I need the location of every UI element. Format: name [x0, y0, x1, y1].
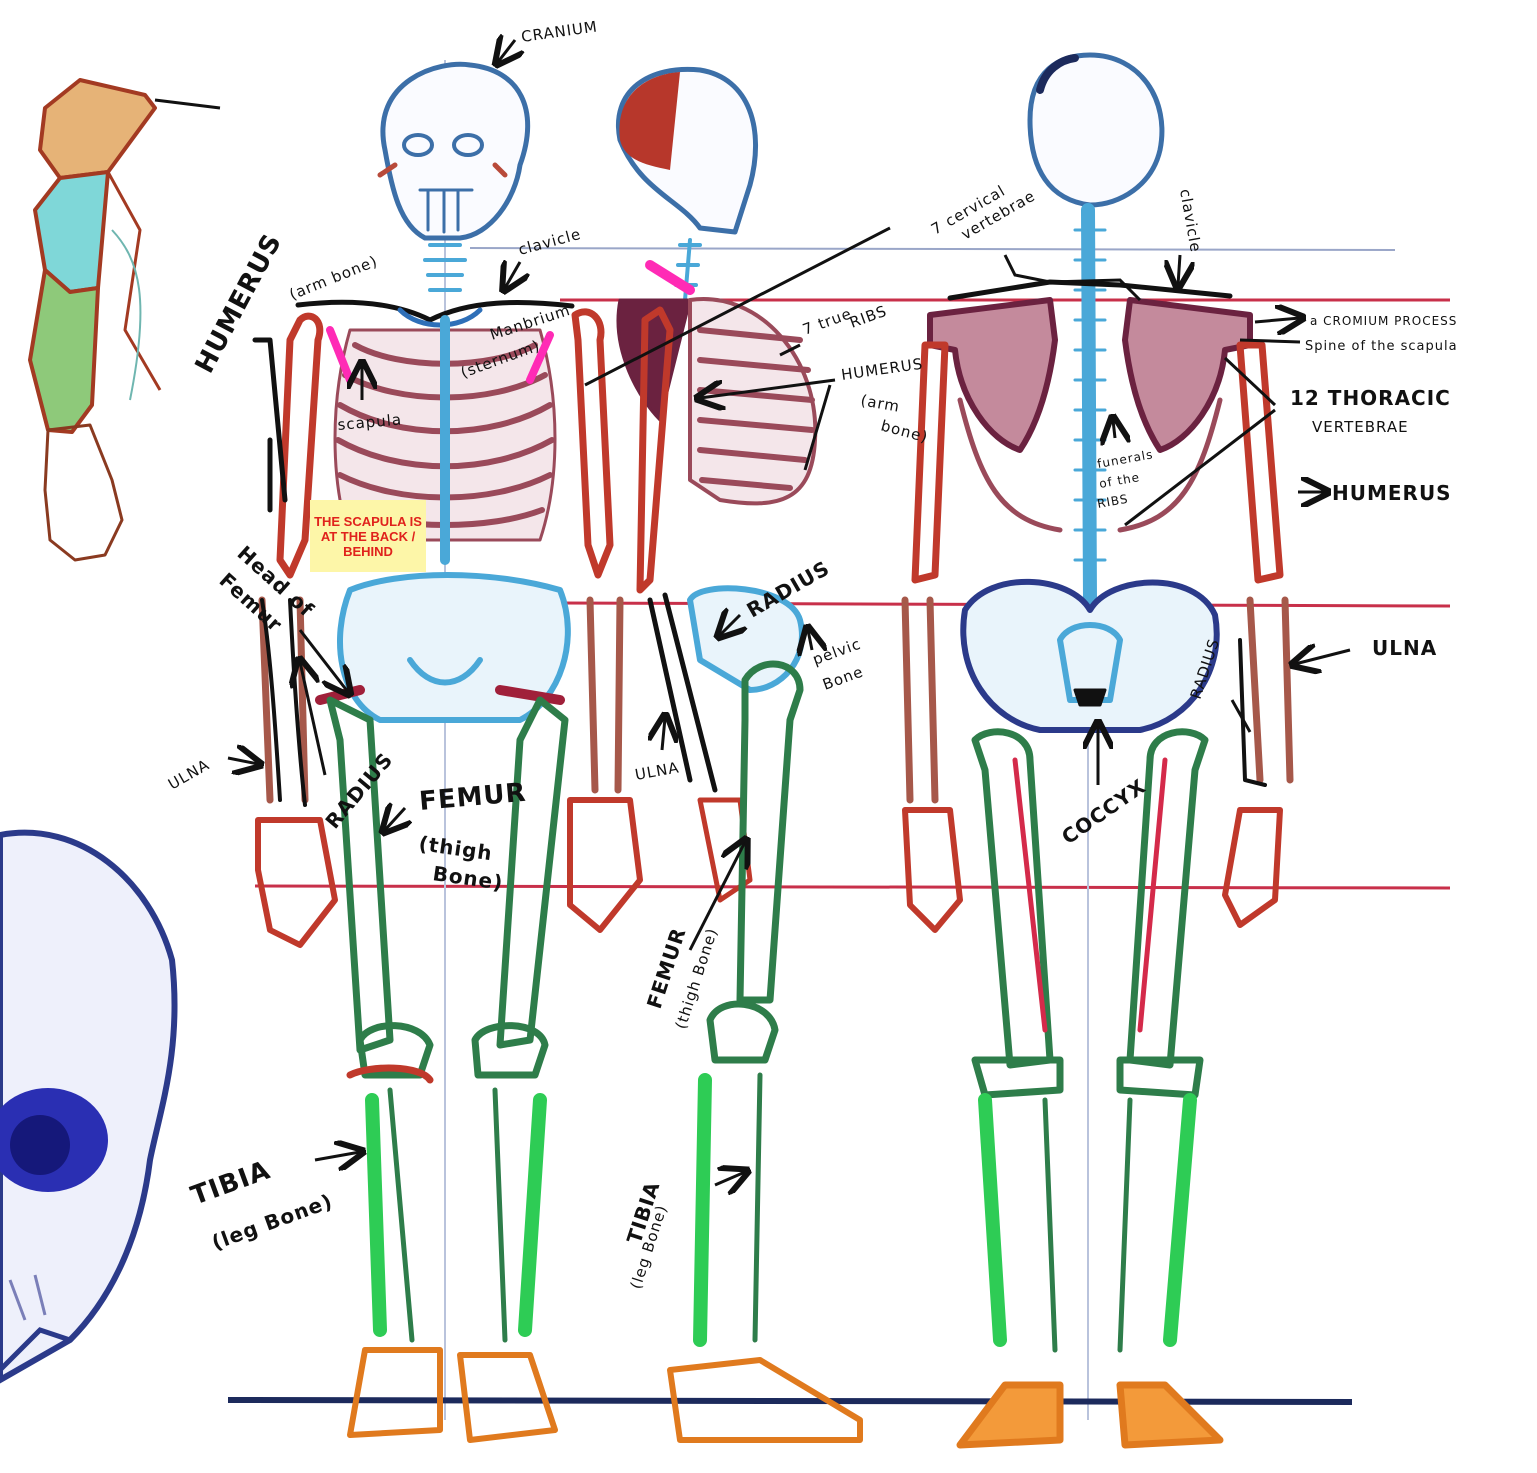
label-humerus-front-sub: (arm bone) [287, 252, 381, 304]
label-true-ribs: 7 true [800, 304, 854, 338]
label-pelvic-bone-2: Bone [820, 662, 866, 693]
label-humerus-side: HUMERUS [840, 355, 924, 384]
side-femur [710, 664, 800, 1060]
front-skeleton [255, 64, 640, 1440]
arm-study [30, 80, 220, 560]
label-tibia-front: TIBIA [187, 1155, 274, 1211]
back-feet [960, 1385, 1220, 1445]
back-femur [975, 732, 1205, 1095]
label-funerals: funerals [1096, 447, 1154, 471]
label-radius-front: RADIUS [320, 748, 397, 834]
label-thoracic: 12 THORACIC [1290, 386, 1451, 410]
label-clavicle-back: clavicle [1176, 188, 1205, 254]
skull-study [0, 833, 175, 1380]
label-funerals-2: of the [1098, 470, 1141, 491]
label-femur-front: FEMUR [418, 778, 528, 817]
label-ulna-front: ULNA [165, 755, 213, 793]
label-thoracic-2: VERTEBRAE [1312, 418, 1409, 436]
label-humerus-side-sub1: (arm [859, 391, 901, 416]
label-coccyx: COCCYX [1057, 774, 1150, 849]
guide-lines [228, 60, 1450, 1420]
label-true-ribs-2: RIBS [847, 302, 889, 332]
label-ulna-back: ULNA [1372, 636, 1437, 660]
guide-neck-line [470, 248, 1395, 250]
label-humerus-back: HUMERUS [1332, 481, 1452, 505]
front-tibia [372, 1100, 540, 1330]
scapula-note: THE SCAPULA IS AT THE BACK / BEHIND [310, 500, 426, 572]
label-femur-front-sub1: (thigh [417, 831, 494, 865]
guide-hand-line [255, 886, 1450, 888]
label-spine-of-scapula: Spine of the scapula [1305, 339, 1458, 354]
label-cranium: CRANIUM [520, 17, 599, 46]
side-ribs [690, 299, 815, 503]
label-acromium-process: a CROMIUM PROCESS [1310, 314, 1457, 328]
label-funerals-3: RIBS [1096, 492, 1129, 511]
coccyx-mark [1075, 690, 1105, 705]
label-femur-front-sub2: Bone) [431, 861, 505, 895]
front-feet [350, 1350, 555, 1440]
label-ulna-side: ULNA [634, 758, 681, 784]
label-clavicle: clavicle [516, 225, 583, 259]
